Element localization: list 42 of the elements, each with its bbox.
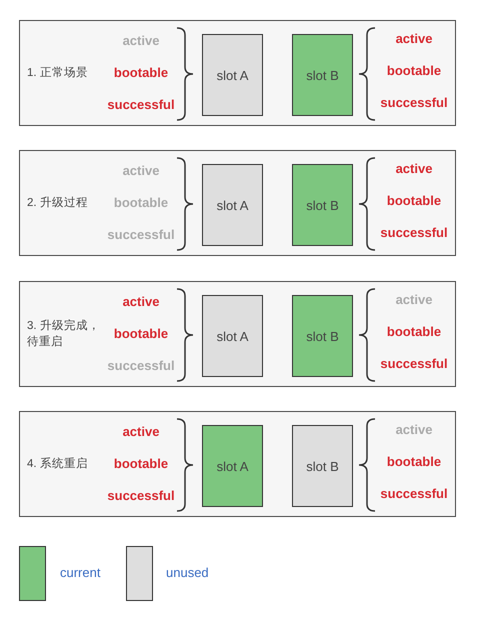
legend-label: current	[60, 565, 100, 581]
status-flag-label: successful	[107, 488, 175, 504]
status-flag-label: active	[396, 161, 432, 177]
status-flag-label: bootable	[114, 65, 168, 81]
partition-slot: slot B	[292, 34, 353, 116]
status-flag-label: successful	[107, 227, 175, 243]
partition-slot: slot B	[292, 425, 353, 507]
scenario-panel	[19, 20, 456, 126]
status-flag-label: successful	[380, 95, 448, 111]
partition-slot: slot B	[292, 164, 353, 246]
partition-slot: slot A	[202, 295, 263, 377]
status-flag-label: successful	[107, 97, 175, 113]
step-label: 3. 升级完成，待重启	[27, 318, 101, 350]
status-flag-label: active	[122, 294, 160, 310]
status-flag-label: active	[396, 292, 432, 308]
scenario-panel	[19, 281, 456, 387]
status-flag-label: bootable	[114, 195, 168, 211]
partition-slot: slot A	[202, 164, 263, 246]
status-flag-label: active	[396, 422, 432, 438]
scenario-panel	[19, 411, 456, 517]
status-flag-label: successful	[380, 356, 448, 372]
legend-label: unused	[166, 565, 209, 581]
status-flag-label: active	[122, 163, 160, 179]
step-label: 4. 系统重启	[27, 456, 89, 472]
scenario-panel	[19, 150, 456, 256]
status-flag-label: bootable	[386, 193, 442, 209]
partition-slot: slot A	[202, 425, 263, 507]
status-flag-label: successful	[380, 225, 448, 241]
status-flag-label: bootable	[114, 326, 168, 342]
status-flag-label: successful	[380, 486, 448, 502]
status-flag-label: bootable	[386, 324, 442, 340]
step-label: 2. 升级过程	[27, 196, 89, 210]
status-flag-label: active	[122, 33, 160, 49]
status-flag-label: successful	[107, 358, 175, 374]
partition-slot: slot A	[202, 34, 263, 116]
status-flag-label: bootable	[386, 63, 442, 79]
status-flag-label: active	[122, 424, 160, 440]
step-label: 1. 正常场景	[27, 66, 89, 80]
partition-slot: slot B	[292, 295, 353, 377]
status-flag-label: bootable	[114, 456, 168, 472]
status-flag-label: active	[396, 31, 432, 47]
status-flag-label: bootable	[386, 454, 442, 470]
